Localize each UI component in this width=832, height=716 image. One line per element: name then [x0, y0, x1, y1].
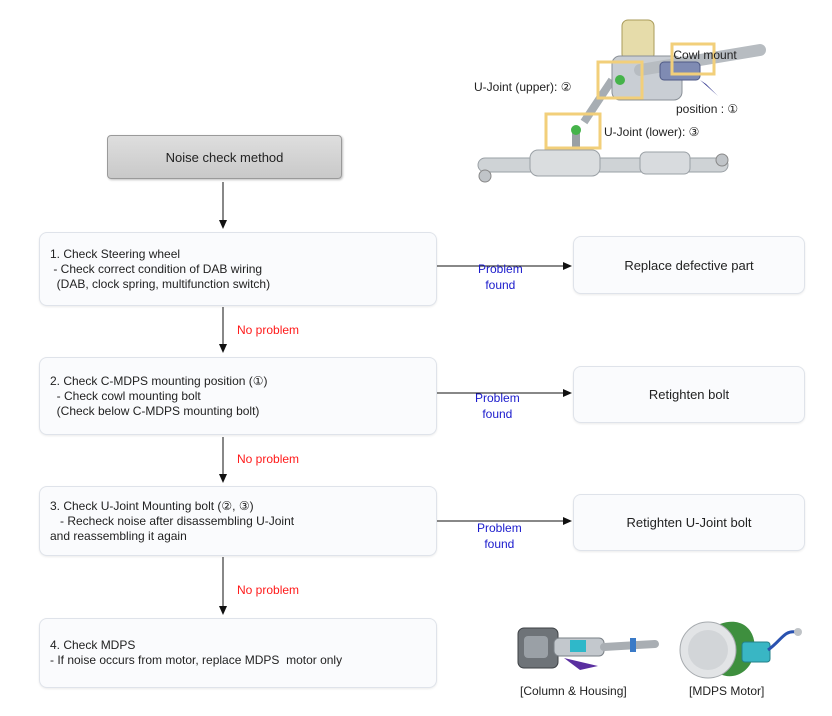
step-3-box: 3. Check U-Joint Mounting bolt (②, ③) - …: [39, 486, 437, 556]
step-3-line: - Recheck noise after disassembling U-Jo…: [50, 513, 295, 528]
column-housing-icon: [517, 627, 659, 670]
step-1-line: 1. Check Steering wheel: [50, 246, 181, 261]
cowl-mount-label: Cowl mount position : ①: [673, 48, 739, 116]
start-node: Noise check method: [107, 135, 342, 179]
mdps-motor-caption: [MDPS Motor]: [689, 684, 765, 698]
ujoint-lower-label: U-Joint (lower): ③: [604, 125, 700, 139]
step-1-box: 1. Check Steering wheel - Check correct …: [39, 232, 437, 306]
steering-column-illustration: [477, 19, 766, 183]
step-2-box: 2. Check C-MDPS mounting position (①) - …: [39, 357, 437, 435]
step-2-line: - Check cowl mounting bolt: [50, 388, 201, 403]
no-problem-label-3: No problem: [237, 583, 300, 597]
step-4-box: 4. Check MDPS - If noise occurs from mot…: [39, 618, 437, 688]
step-2-line: 2. Check C-MDPS mounting position (①): [50, 373, 268, 388]
column-housing-image: [517, 627, 659, 670]
highlight-ujoint-upper: [596, 60, 644, 100]
highlight-cowl-mount: [670, 42, 716, 76]
step-4-line: - If noise occurs from motor, replace MD…: [50, 653, 343, 667]
start-label: Noise check method: [165, 149, 284, 165]
mdps-motor-image: [679, 621, 802, 679]
step-3-line: and reassembling it again: [50, 528, 187, 543]
result-retighten-bolt: Retighten bolt: [573, 366, 805, 423]
mdps-motor-icon: [679, 621, 802, 679]
steering-column-icon: [571, 19, 766, 135]
step-3-line: 3. Check U-Joint Mounting bolt (②, ③): [50, 498, 254, 513]
result-replace-defective-part: Replace defective part: [573, 236, 805, 294]
no-problem-label-2: No problem: [237, 452, 300, 466]
steering-rack-icon: [477, 128, 729, 183]
column-housing-caption: [Column & Housing]: [520, 684, 627, 698]
highlight-ujoint-lower: [544, 112, 602, 150]
step-4-line: 4. Check MDPS: [50, 638, 136, 652]
step-2-line: (Check below C-MDPS mounting bolt): [50, 403, 260, 418]
no-problem-label-1: No problem: [237, 323, 300, 337]
ujoint-upper-label: U-Joint (upper): ②: [474, 80, 572, 94]
step-1-line: - Check correct condition of DAB wiring: [50, 261, 263, 276]
result-retighten-ujoint-bolt: Retighten U-Joint bolt: [573, 494, 805, 551]
step-1-line: (DAB, clock spring, multifunction switch…: [50, 276, 271, 291]
